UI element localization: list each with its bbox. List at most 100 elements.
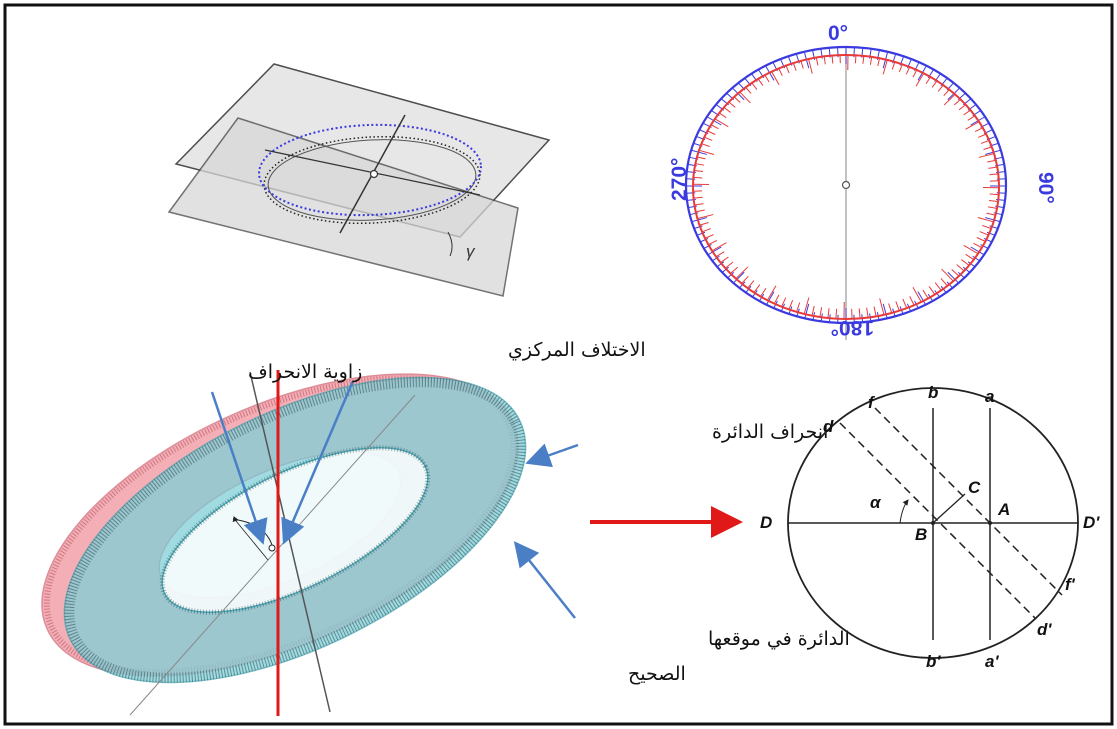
compass-tick: [770, 70, 780, 86]
compass-tick: [712, 242, 727, 251]
compass-tick: [765, 291, 775, 306]
gamma-label: γ: [466, 242, 476, 261]
diagonal-thin-line: [129, 394, 416, 716]
geo-label-B: B: [915, 525, 927, 544]
compass-tick: [741, 275, 749, 284]
compass-tick: [738, 91, 751, 104]
compass-tick: [694, 170, 704, 173]
compass-tick: [978, 133, 987, 138]
compass-tick: [965, 253, 974, 260]
compass-tick: [988, 199, 998, 202]
compass-tick: [940, 278, 948, 286]
geo-label-A: A: [997, 500, 1010, 519]
compass-tick: [747, 280, 755, 288]
compass-tick: [730, 266, 739, 274]
plane-center: [369, 169, 379, 179]
label-circle-tilt: انحراف الدائرة: [712, 421, 828, 443]
compass-tick: [835, 308, 838, 318]
label-correct-position-1: الدائرة في موقعها: [708, 628, 850, 650]
geo-label-b-top: b: [928, 383, 938, 402]
compass-tick: [736, 266, 749, 279]
compass-tick: [708, 239, 718, 245]
compass-label-90: 90°: [1034, 172, 1057, 204]
geo-label-D-right: D': [1083, 513, 1100, 532]
compass-label-180: 180°: [831, 316, 874, 339]
compass-tick: [987, 206, 997, 209]
compass-tick: [705, 234, 714, 239]
compass-tick: [804, 303, 810, 320]
compass-tick: [694, 203, 704, 206]
geo-label-b-bottom: b': [926, 652, 941, 671]
blue-circle-3d: [258, 123, 482, 217]
compass-tick: [882, 303, 888, 320]
compass-tick: [987, 159, 997, 163]
compass-tick: [732, 271, 745, 284]
compass-tick: [807, 57, 813, 74]
label-correct-position-2: الصحيح: [628, 663, 686, 685]
compass-tick: [811, 305, 815, 315]
compass-tick: [986, 212, 996, 216]
compass-tick: [695, 209, 705, 213]
plane-front: [167, 117, 519, 297]
compass-tick: [974, 127, 984, 133]
compass-tick: [700, 143, 710, 147]
compass-tick: [714, 118, 729, 128]
compass-blue-circle: [684, 45, 1008, 325]
geo-label-D-left: D: [760, 513, 772, 532]
compass-tick: [902, 298, 907, 308]
compass-tick: [697, 214, 714, 219]
compass-tick: [943, 93, 956, 106]
label-tilt-angle: زاوية الانحراف: [248, 361, 362, 383]
compass-tick: [720, 256, 729, 263]
compass-tick: [961, 259, 969, 266]
compass-tick: [760, 287, 767, 297]
compass-tick: [909, 296, 915, 305]
compass-tick: [781, 297, 787, 307]
compass-center: [841, 180, 851, 190]
chord-ff-dashed: [874, 407, 1063, 596]
geo-label-f-bottom: f': [1065, 575, 1076, 594]
compass-tick: [866, 307, 869, 317]
tilted-rings-figure: زاوية الانحراف الاختلاف المركزي انحراف ا…: [41, 339, 850, 716]
compass-circle-figure: 0° 270° 90° 180°: [668, 22, 1057, 340]
compass-tick: [947, 271, 960, 284]
compass-tick: [788, 300, 794, 309]
compass-tick: [888, 303, 892, 313]
arrow-eccentricity: [281, 380, 355, 545]
arrow-correct-position: [513, 541, 576, 619]
compass-tick: [989, 173, 999, 176]
compass-tick: [703, 136, 713, 141]
geo-label-alpha: α: [870, 493, 882, 512]
compass-tick: [691, 217, 708, 223]
compass-label-270: 270°: [668, 158, 691, 201]
geo-label-f-top: f: [868, 393, 876, 412]
compass-tick: [725, 261, 734, 269]
compass-tick: [963, 244, 978, 254]
geo-label-d-bottom: d': [1037, 620, 1052, 639]
compass-label-0: 0°: [828, 22, 848, 45]
compass-tick: [979, 231, 989, 236]
compass-tick: [693, 196, 703, 199]
compass-red-circle: [692, 54, 1000, 320]
compass-tick: [804, 297, 810, 314]
compass-tick: [956, 264, 964, 271]
compass-tick: [858, 308, 861, 318]
compass-tick: [879, 298, 885, 315]
compass-tick: [716, 251, 725, 257]
gray-circle: [263, 135, 481, 225]
compass-tick: [977, 216, 994, 223]
compass-tick: [819, 307, 823, 317]
compass-tick: [707, 246, 722, 256]
outer-border: [3, 3, 1114, 726]
compass-tick: [973, 242, 982, 248]
compass-tick: [873, 306, 877, 316]
compass-tick: [693, 176, 703, 179]
compass-tick: [706, 130, 716, 135]
compass-tick: [774, 294, 780, 304]
label-eccentricity: الاختلاف المركزي: [508, 339, 646, 361]
compass-tick: [696, 156, 706, 160]
arrow-tilt-angle: [210, 391, 268, 545]
compass-tick: [951, 269, 959, 276]
compass-tick: [970, 246, 985, 256]
